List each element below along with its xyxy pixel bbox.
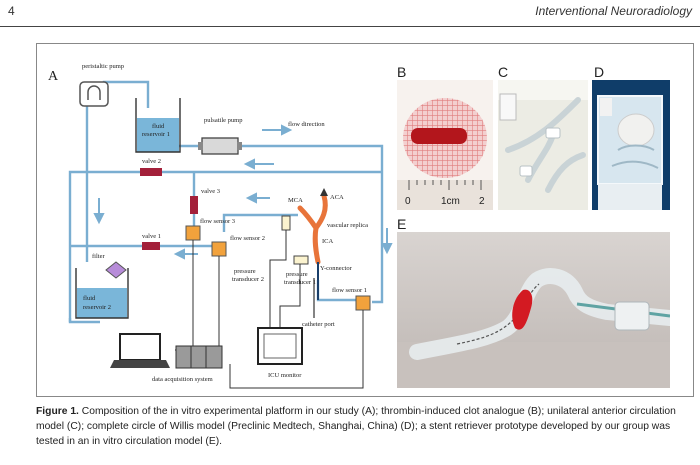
tube-pump-to-reservoir1 (102, 80, 150, 108)
tube-sensor2-to-replica (222, 213, 298, 232)
model-label-tag (499, 93, 517, 121)
label-y-connector: Y-connector (320, 265, 353, 272)
page-number: 4 (8, 4, 15, 18)
fluid-reservoir-1-liquid (137, 118, 179, 152)
label-pressure-transducer-1-l1: pressure (286, 271, 308, 278)
panel-label-b: B (397, 64, 407, 80)
figure-caption: Figure 1. Composition of the in vitro ex… (36, 404, 692, 449)
ruler-label-1cm: 1cm (441, 196, 460, 207)
label-data-acquisition-system: data acquisition system (152, 376, 213, 383)
flow-arrow-left-head (93, 213, 105, 225)
model-vessel-low (545, 152, 586, 193)
valve-2 (140, 168, 162, 176)
panel-label-a: A (48, 69, 59, 84)
filter (105, 261, 127, 279)
clot-sample (411, 128, 467, 144)
panel-label-c: C (498, 64, 509, 80)
panel-label-d: D (594, 64, 605, 80)
ruler (397, 180, 493, 210)
page-header: 4 Interventional Neuroradiology (0, 0, 700, 28)
peristaltic-pump-rotor (87, 85, 101, 100)
label-vascular-replica: vascular replica (327, 222, 368, 229)
label-catheter-port: catheter port (302, 321, 335, 328)
fluid-reservoir-2-liquid (77, 288, 127, 318)
willis-model-brain (617, 113, 655, 147)
label-fluid-reservoir-1-l2: reservoir 1 (142, 131, 170, 138)
caption-text: Composition of the in vitro experimental… (36, 406, 676, 447)
photo-b-clot-analogue: 0 1cm 2 (397, 80, 493, 210)
connector-block (614, 301, 650, 331)
fluid-reservoir-1-walls (135, 98, 181, 153)
flow-arrow-right-head (381, 243, 393, 255)
laptop-base (110, 360, 170, 368)
ruler-label-0: 0 (405, 196, 411, 207)
peristaltic-pump (79, 81, 109, 107)
valve-1 (142, 242, 160, 250)
data-acquisition-system (175, 345, 223, 369)
flow-sensor-1 (355, 295, 371, 311)
label-valve-1: valve 1 (142, 233, 161, 240)
stent-retriever (456, 283, 540, 345)
laptop-screen (119, 333, 161, 361)
wire-transducer1 (279, 264, 301, 328)
label-fluid-reservoir-1-l1: fluid (152, 123, 165, 130)
flow-arrow-mid-head (243, 158, 255, 170)
label-pressure-transducer-2-l2: transducer 2 (232, 276, 264, 283)
flow-sensor-2 (211, 241, 227, 257)
label-flow-sensor-3: flow sensor 3 (200, 218, 235, 225)
panel-label-e: E (397, 216, 407, 232)
journal-title: Interventional Neuroradiology (535, 4, 692, 18)
wire-transducer2 (269, 230, 287, 328)
ruler-label-2: 2 (479, 196, 485, 207)
wire-sensor1 (229, 310, 364, 389)
label-aca: ACA (330, 194, 344, 201)
icu-monitor-screen (263, 333, 297, 359)
thrombus-clot (512, 289, 533, 330)
photo-e-stent-retriever-test (397, 232, 670, 388)
flow-arrow-top-head (281, 124, 293, 136)
flow-sensor-3 (185, 225, 201, 241)
label-fluid-reservoir-2-l2: reservoir 2 (83, 304, 111, 311)
pulsatile-pump-port-right (237, 142, 242, 150)
pressure-transducer-2 (281, 215, 291, 231)
pressure-transducer-1 (293, 255, 309, 265)
label-pressure-transducer-2-l1: pressure (234, 268, 256, 275)
header-rule (0, 26, 700, 27)
tube-main-right (238, 144, 384, 304)
label-pressure-transducer-1-l2: transducer 1 (284, 279, 316, 286)
photo-d-circle-of-willis (592, 80, 670, 210)
label-valve-2: valve 2 (142, 158, 161, 165)
photo-c-unilateral-model (498, 80, 588, 210)
label-pulsatile-pump: pulsatile pump (204, 117, 242, 124)
figure-label: Figure 1. (36, 406, 79, 417)
pulsatile-pump (201, 137, 239, 155)
label-ica: ICA (322, 238, 334, 245)
vascular-replica-mca (297, 205, 319, 231)
label-flow-sensor-2: flow sensor 2 (230, 235, 265, 242)
valve-3 (190, 196, 198, 214)
fluid-reservoir-2-walls (75, 268, 129, 319)
label-filter: filter (92, 253, 105, 260)
aca-arrow (320, 188, 328, 196)
label-fluid-reservoir-2-l1: fluid (83, 295, 96, 302)
flow-arrow-bottom-head (173, 248, 185, 260)
label-peristaltic-pump: peristaltic pump (82, 63, 124, 70)
pulsatile-pump-port-left (198, 142, 203, 150)
tube-valve2-line (68, 170, 382, 262)
vascular-replica-ica (312, 225, 321, 265)
label-valve-3: valve 3 (201, 188, 220, 195)
label-flow-sensor-1: flow sensor 1 (332, 287, 367, 294)
label-flow-direction: flow direction (288, 121, 325, 128)
silicone-vessel-tube (409, 268, 670, 360)
vascular-replica-aca (313, 193, 328, 231)
label-icu-monitor: ICU monitor (268, 372, 302, 379)
flow-arrow-center-head (245, 192, 257, 204)
label-mca: MCA (288, 197, 303, 204)
